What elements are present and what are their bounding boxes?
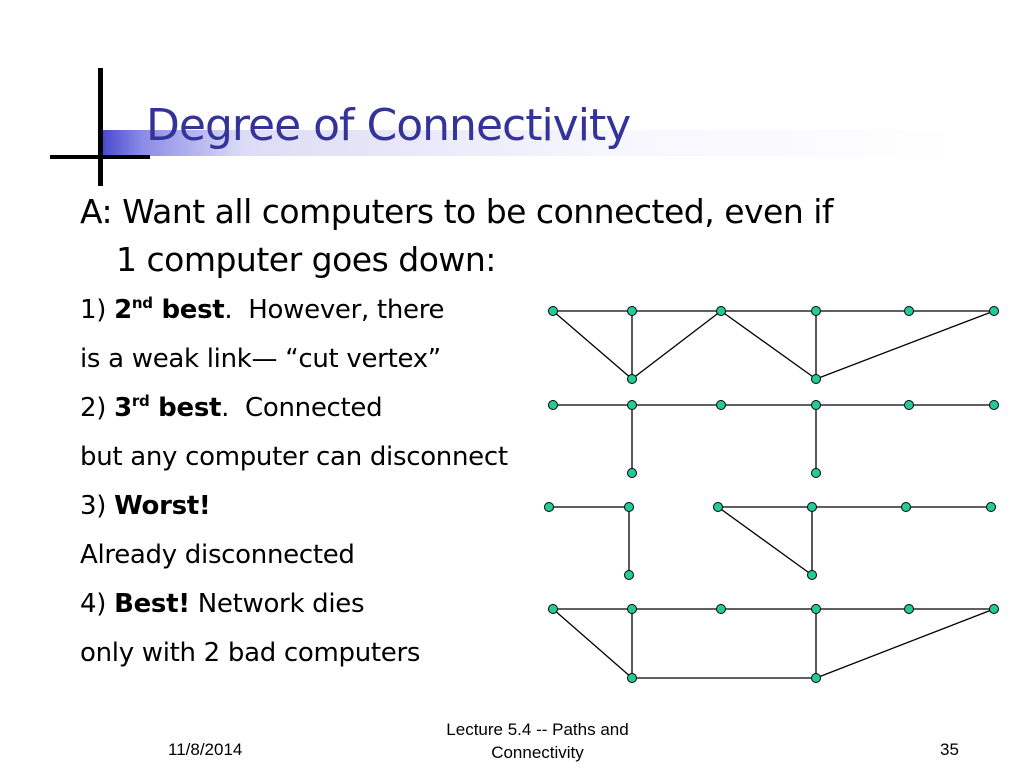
intro-line-2: 1 computer goes down:	[116, 240, 496, 279]
graph2-node	[716, 400, 726, 410]
item-3-word: Worst!	[114, 491, 211, 521]
graph2-node	[989, 400, 999, 410]
item-3-number: 3)	[80, 491, 107, 521]
footer-date: 11/8/2014	[168, 740, 243, 759]
title-horizontal-rule	[50, 155, 150, 159]
item-4-word: Best!	[114, 589, 190, 619]
item-4-rest: Network dies	[189, 589, 365, 619]
item-1-description: is a weak link— “cut vertex”	[80, 344, 441, 374]
graph4-node	[811, 604, 821, 614]
graph1-node	[627, 306, 637, 316]
intro-text: A: Want all computers to be connected, e…	[80, 188, 980, 284]
item-4-description: only with 2 bad computers	[80, 638, 421, 668]
graph3-node	[713, 502, 723, 512]
graph4-node	[627, 673, 637, 683]
graph3-node	[986, 502, 996, 512]
item-2-number: 2)	[80, 393, 107, 423]
intro-line-1: A: Want all computers to be connected, e…	[80, 192, 834, 231]
graph2-node	[548, 400, 558, 410]
item-2-rest: . Connected	[221, 393, 383, 423]
graph2-node	[811, 400, 821, 410]
footer-course-line-2: Connectivity	[491, 743, 584, 762]
slide-title: Degree of Connectivity	[146, 100, 631, 151]
graph-tree	[553, 404, 994, 473]
item-1-word: best	[161, 295, 225, 325]
graph1-node	[811, 306, 821, 316]
graph-cut-vertex	[552, 310, 995, 380]
item-2-description: but any computer can disconnect	[80, 442, 508, 472]
footer-page-number: 35	[940, 740, 959, 759]
graph3-node	[624, 570, 634, 580]
graph2-node	[627, 468, 637, 478]
graph2-node	[627, 400, 637, 410]
item-1-rest: . However, there	[224, 295, 445, 325]
item-2-word: best	[158, 393, 222, 423]
graph4-node	[548, 604, 558, 614]
title-accent-bar	[103, 130, 963, 156]
item-1-suffix: nd	[131, 294, 153, 312]
footer-course: Lecture 5.4 -- Paths and Connectivity	[410, 718, 665, 764]
graph4-edge	[815, 608, 995, 679]
graph2-node	[904, 400, 914, 410]
graph3-edge	[717, 506, 813, 576]
item-1-heading: 1) 2nd best. However, there	[80, 294, 445, 326]
item-1-rank: 2	[114, 295, 132, 325]
graph4-node	[989, 604, 999, 614]
graph-disconnected	[549, 506, 991, 576]
item-3-heading: 3) Worst!	[80, 490, 211, 522]
title-vertical-rule	[98, 68, 103, 186]
item-2-heading: 2) 3rd best. Connected	[80, 392, 383, 424]
graph1-node	[811, 374, 821, 384]
graph1-edge	[815, 310, 995, 380]
item-4-heading: 4) Best! Network dies	[80, 588, 365, 620]
item-3-description: Already disconnected	[80, 540, 355, 570]
item-2-rank: 3	[114, 393, 132, 423]
graph4-node	[904, 604, 914, 614]
graph4-node	[627, 604, 637, 614]
graph3-node	[901, 502, 911, 512]
graph4-node	[811, 673, 821, 683]
graph1-edge	[720, 310, 817, 380]
graph4-edge	[552, 608, 633, 679]
graph-biconnected	[552, 608, 995, 679]
graph3-node	[624, 502, 634, 512]
graph1-node	[627, 374, 637, 384]
graph1-node	[989, 306, 999, 316]
graph2-node	[811, 468, 821, 478]
graph3-node	[807, 502, 817, 512]
graph1-edge	[552, 310, 633, 380]
graph3-node	[544, 502, 554, 512]
footer-course-line-1: Lecture 5.4 -- Paths and	[446, 720, 629, 739]
graph4-node	[716, 604, 726, 614]
graph3-node	[807, 570, 817, 580]
graph1-node	[548, 306, 558, 316]
item-2-suffix: rd	[131, 392, 150, 410]
graph1-node	[716, 306, 726, 316]
graph1-edge	[631, 310, 722, 380]
item-1-number: 1)	[80, 295, 107, 325]
item-4-number: 4)	[80, 589, 107, 619]
graph1-node	[904, 306, 914, 316]
